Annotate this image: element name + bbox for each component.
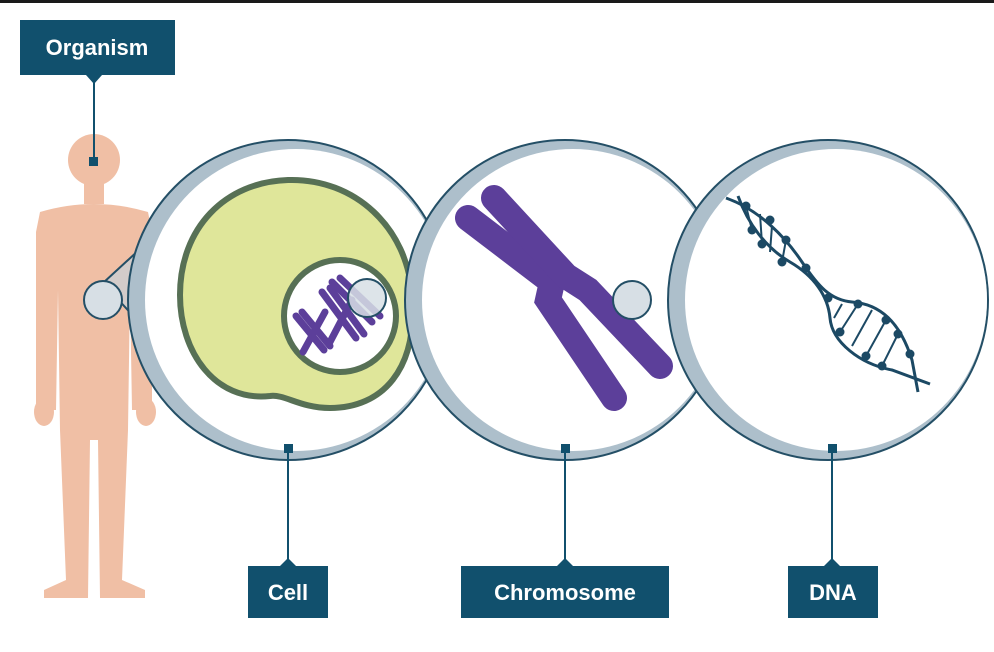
dna-label-text: DNA [809,580,857,605]
dna-lens [667,139,989,461]
dna-nucleotides [741,201,915,371]
chromosome-label-text: Chromosome [494,580,636,605]
dna-label: DNA [788,558,878,618]
human-body-icon [34,134,156,598]
cell-label: Cell [248,558,328,618]
chromosome-lens [404,139,726,461]
cell-icon [176,176,416,412]
cell-focus-circle [347,278,387,318]
dna-helix-icon [725,195,931,393]
cell-label-text: Cell [268,580,308,605]
chromosome-icon [455,185,673,411]
chromosome-label: Chromosome [461,558,669,618]
cell-lens [127,139,449,461]
chromosome-focus-circle [612,280,652,320]
connector-dots [89,157,837,453]
organism-label-text: Organism [46,35,149,60]
organism-label: Organism [20,20,175,84]
organism-focus-circle [83,280,123,320]
connectors [93,78,833,566]
